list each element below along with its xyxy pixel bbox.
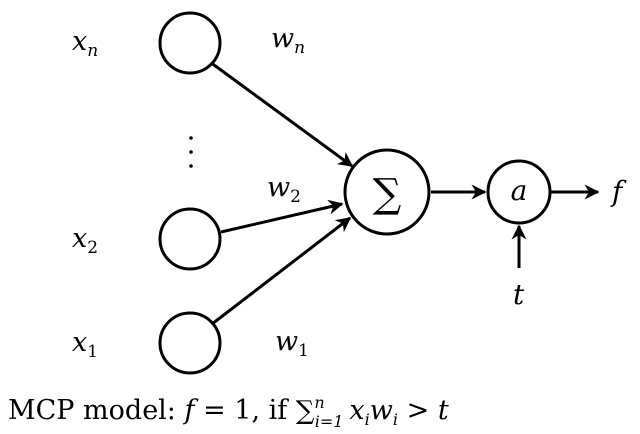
input-label-x2: x2 xyxy=(72,223,98,258)
ellipsis-dot xyxy=(189,164,193,168)
input-node-x2 xyxy=(158,207,222,271)
edge-x2-to-sum xyxy=(220,199,344,234)
weight-label-wn: wn xyxy=(271,23,305,58)
input-node-x1 xyxy=(158,311,222,375)
activation-label: a xyxy=(511,174,528,207)
weight-label-w2: w2 xyxy=(267,172,301,207)
weight-label-w1: w1 xyxy=(275,326,309,361)
edge-x1-to-sum xyxy=(211,216,352,326)
activation-node xyxy=(486,159,552,225)
input-label-x1: x1 xyxy=(72,327,98,362)
threshold-label: t xyxy=(513,278,525,311)
sum-symbol: ∑ xyxy=(373,171,402,217)
sum-node xyxy=(343,148,431,236)
edge-xn-to-sum xyxy=(209,60,354,168)
ellipsis-dot xyxy=(189,150,193,154)
input-node-xn xyxy=(158,11,222,75)
ellipsis-dot xyxy=(189,136,193,140)
input-label-xn: xn xyxy=(72,26,98,61)
output-label: f xyxy=(610,175,627,208)
